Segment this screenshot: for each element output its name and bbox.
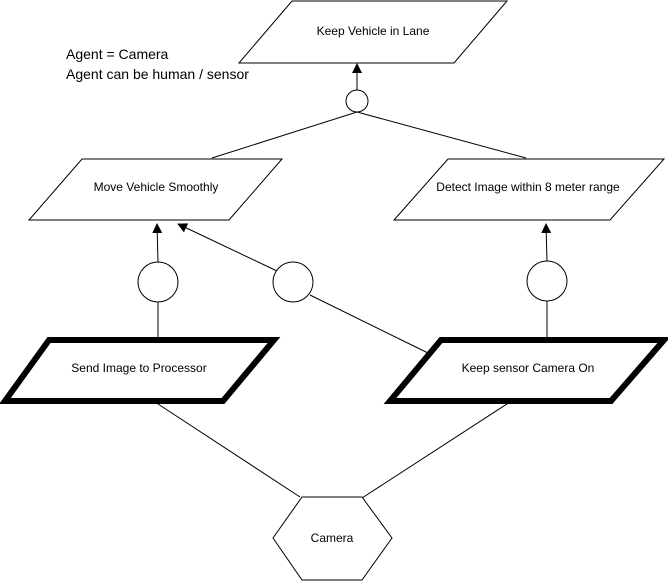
contribution-node-left[interactable] <box>137 261 179 303</box>
agent-camera-label: Camera <box>311 531 354 545</box>
contribution-node-right[interactable] <box>526 260 568 302</box>
link-top-node-to-right-goal <box>356 111 527 159</box>
link-top-node-to-left-goal <box>211 111 358 159</box>
goal-keep-vehicle-in-lane-label: Keep Vehicle in Lane <box>317 24 430 38</box>
goal-detect-image-label: Detect Image within 8 meter range <box>436 180 620 194</box>
link-agent-to-left-task <box>154 401 301 498</box>
goal-move-vehicle-smoothly-label: Move Vehicle Smoothly <box>94 180 219 194</box>
goal-move-vehicle-smoothly[interactable]: Move Vehicle Smoothly <box>27 158 284 221</box>
arrow-mid-node-to-left-goal <box>177 223 278 272</box>
task-keep-sensor-camera-on[interactable]: Keep sensor Camera On <box>383 337 668 404</box>
and-node-top[interactable] <box>345 89 369 113</box>
arrow-right-node-to-right-goal <box>541 223 552 262</box>
agent-note-line-1: Agent = Camera <box>66 46 169 62</box>
task-keep-sensor-camera-on-label: Keep sensor Camera On <box>462 361 595 375</box>
link-right-task-to-mid-node <box>309 294 429 354</box>
connectors <box>152 63 552 499</box>
task-send-image-to-processor[interactable]: Send Image to Processor <box>0 337 281 404</box>
agent-note-line-2: Agent can be human / sensor <box>66 66 249 82</box>
agent-camera[interactable]: Camera <box>272 496 393 581</box>
link-agent-to-right-task <box>361 401 511 499</box>
task-send-image-to-processor-label: Send Image to Processor <box>71 361 206 375</box>
goal-detect-image[interactable]: Detect Image within 8 meter range <box>392 158 666 221</box>
goal-keep-vehicle-in-lane[interactable]: Keep Vehicle in Lane <box>237 0 509 64</box>
arrow-left-node-to-left-goal <box>152 223 163 263</box>
contribution-node-middle[interactable] <box>272 261 314 303</box>
